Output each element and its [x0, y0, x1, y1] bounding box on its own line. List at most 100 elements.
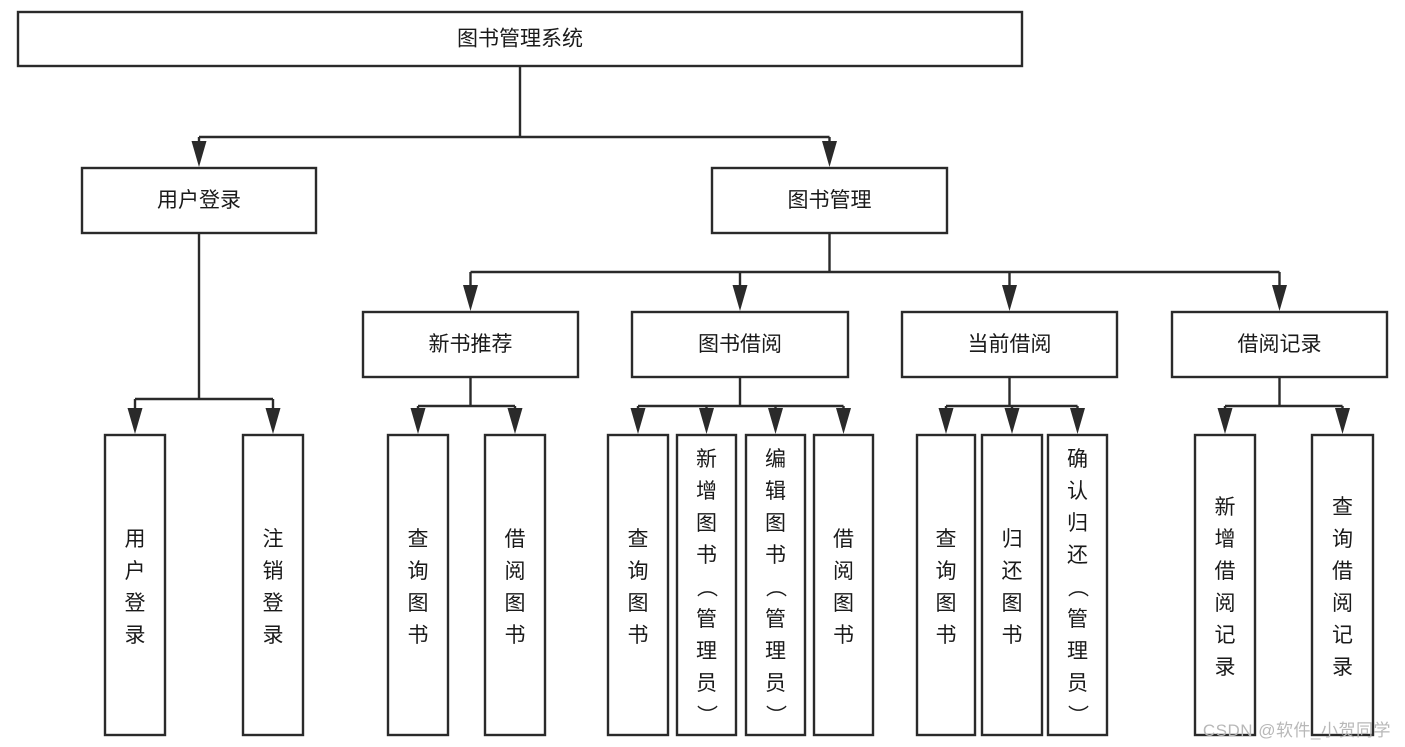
- node-label-char: 录: [1332, 656, 1353, 679]
- node-box: [812, 433, 875, 737]
- edge-arrowhead: [768, 408, 783, 434]
- node-box: [744, 433, 807, 737]
- node-box: [16, 10, 1024, 68]
- node-label-char: 归: [1002, 528, 1023, 551]
- node-box: [980, 433, 1044, 737]
- node-label-char: 录: [263, 624, 284, 647]
- node-label-char: 图: [505, 592, 526, 615]
- node-label-char: 书: [1002, 624, 1023, 647]
- node-current-borrow[interactable]: 当前借阅: [900, 310, 1119, 379]
- edge-group-root: [191, 66, 837, 167]
- node-book-borrow[interactable]: 图书借阅: [630, 310, 850, 379]
- node-label-char: 增: [696, 480, 717, 503]
- node-label-char: 书: [628, 624, 649, 647]
- edge-arrowhead: [836, 408, 851, 434]
- node-label-char: 查: [936, 528, 957, 551]
- node-label: 借阅记录: [1238, 333, 1322, 356]
- node-label: 图书借阅: [698, 333, 782, 356]
- edge-arrowhead: [507, 408, 523, 434]
- node-box: [103, 433, 167, 737]
- edge-group-book-manage: [463, 233, 1287, 311]
- node-label-char: 书: [408, 624, 429, 647]
- node-label-char: 还: [1067, 544, 1088, 567]
- node-label: 当前借阅: [968, 333, 1052, 356]
- node-label-char: 询: [408, 560, 429, 583]
- edge-group-borrow-record: [1217, 377, 1350, 434]
- edge-group-user-login: [127, 233, 281, 434]
- edge-arrowhead: [822, 141, 837, 167]
- node-label: 用户登录: [157, 189, 241, 212]
- node-borrow-record[interactable]: 借阅记录: [1170, 310, 1389, 379]
- node-label-char: 理: [1067, 640, 1088, 663]
- node-label-char: 记: [1332, 624, 1353, 647]
- node-label-char: 书: [505, 624, 526, 647]
- node-user-login[interactable]: 用户登录: [80, 166, 318, 235]
- node-label-char: （: [1066, 576, 1089, 597]
- node-label: 图书管理系统: [457, 28, 583, 51]
- node-label-char: 理: [765, 640, 786, 663]
- node-label-char: 图: [408, 592, 429, 615]
- node-label-char: 询: [628, 560, 649, 583]
- node-label-char: 认: [1067, 480, 1088, 503]
- node-box: [80, 166, 318, 235]
- node-label-char: 销: [263, 560, 284, 583]
- node-box: [630, 310, 850, 379]
- node-label-char: 借: [1332, 560, 1353, 583]
- node-label: 图书管理: [788, 189, 872, 212]
- node-label-char: ）: [695, 704, 718, 725]
- node-box: [1193, 433, 1257, 737]
- node-book-manage[interactable]: 图书管理: [710, 166, 949, 235]
- node-label-char: 图: [936, 592, 957, 615]
- edge-arrowhead: [1217, 408, 1233, 434]
- node-label-char: 书: [765, 544, 786, 567]
- node-label-char: 阅: [833, 560, 854, 583]
- edge-arrowhead: [1070, 408, 1085, 434]
- node-box: [900, 310, 1119, 379]
- node-box: [241, 433, 305, 737]
- node-label-char: ）: [1066, 704, 1089, 725]
- node-leaf-user-login[interactable]: 用户登录: [103, 433, 167, 737]
- node-label-char: ）: [764, 704, 787, 725]
- node-label-char: 查: [628, 528, 649, 551]
- node-label-char: 理: [696, 640, 717, 663]
- node-label-char: 编: [765, 448, 786, 471]
- node-label-char: 管: [1067, 608, 1088, 631]
- node-root[interactable]: 图书管理系统: [16, 10, 1024, 68]
- node-new-book-rec[interactable]: 新书推荐: [361, 310, 580, 379]
- node-label-char: 书: [936, 624, 957, 647]
- node-label-char: 归: [1067, 512, 1088, 535]
- node-label-char: 书: [833, 624, 854, 647]
- node-box: [1310, 433, 1375, 737]
- node-label-char: 图: [1002, 592, 1023, 615]
- node-label-char: 员: [1067, 672, 1088, 695]
- edge-arrowhead: [410, 408, 426, 434]
- node-label-char: 注: [263, 528, 284, 551]
- csdn-watermark: CSDN @软件_小贺同学: [1202, 721, 1391, 740]
- edge-arrowhead: [191, 141, 207, 167]
- node-label-char: （: [764, 576, 787, 597]
- edge-arrowhead: [1272, 285, 1287, 311]
- node-label-char: 询: [936, 560, 957, 583]
- node-label-char: 借: [833, 528, 854, 551]
- node-label-char: 登: [125, 592, 146, 615]
- node-box: [1170, 310, 1389, 379]
- node-label-char: 图: [628, 592, 649, 615]
- node-label-char: 询: [1332, 528, 1353, 551]
- node-box: [606, 433, 670, 737]
- edge-arrowhead: [732, 285, 748, 311]
- node-label-char: 还: [1002, 560, 1023, 583]
- node-label-char: 员: [696, 672, 717, 695]
